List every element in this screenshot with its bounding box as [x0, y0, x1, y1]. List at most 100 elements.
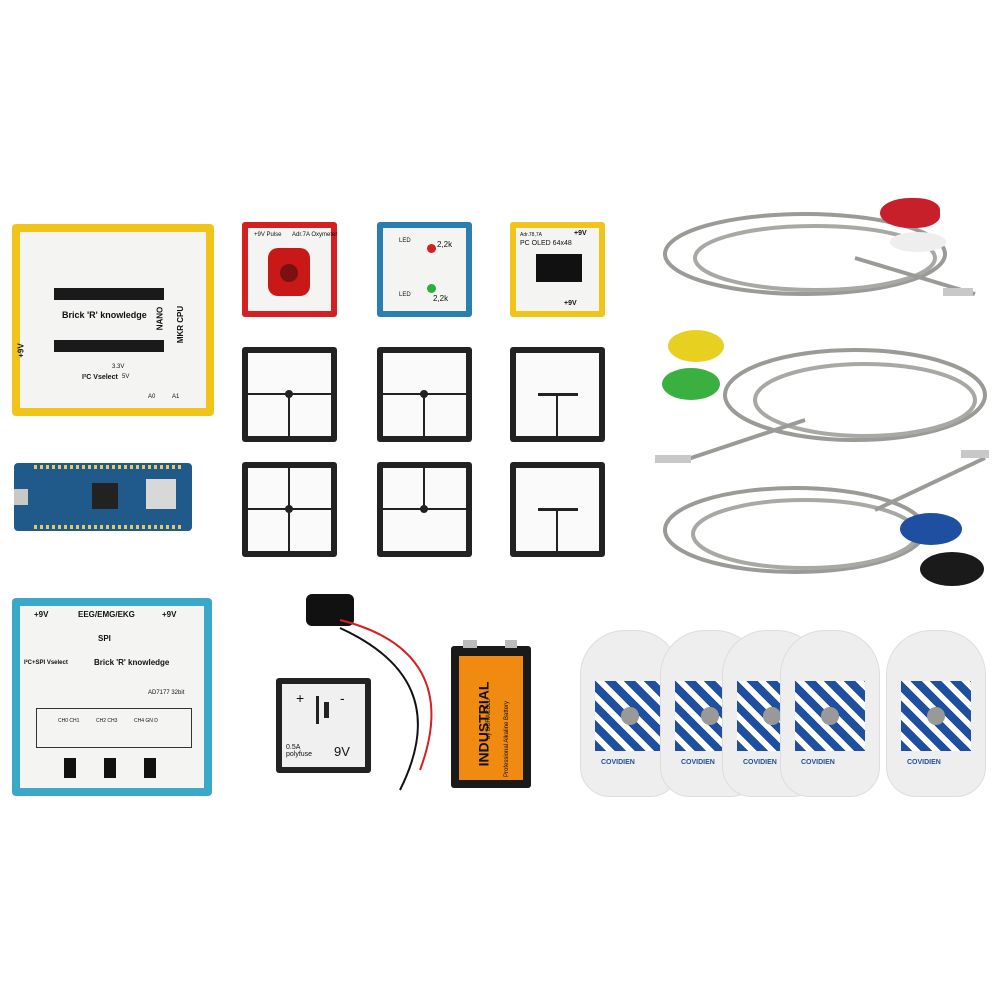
electrode-snap-blue — [900, 513, 962, 545]
brick-face — [383, 228, 466, 311]
wire-line — [288, 393, 290, 436]
audio-jack — [144, 758, 156, 778]
header-socket — [54, 340, 164, 352]
minus-label: - — [340, 690, 345, 706]
pad-brand: COVIDIEN — [801, 759, 835, 766]
wire-line — [556, 508, 558, 551]
cable-yellow-green — [655, 348, 987, 463]
audio-jack — [64, 758, 76, 778]
wire-brick-t — [377, 462, 472, 557]
electrode-pad: COVIDIEN — [780, 630, 880, 797]
header-socket — [54, 288, 164, 300]
oled-v1: +9V — [574, 230, 587, 237]
junction-dot — [420, 390, 428, 398]
battery-sub: by DURACELL — [486, 698, 493, 740]
battery-symbol — [316, 696, 319, 724]
junction-dot — [285, 390, 293, 398]
v33-label: 3.3V — [112, 364, 125, 370]
led-brick: LED 2,2k LED 2,2k — [377, 222, 472, 317]
a1-label: A1 — [172, 394, 180, 400]
green-led-icon — [427, 284, 436, 293]
pad-brand: COVIDIEN — [743, 759, 777, 766]
battery-terminal — [505, 640, 517, 648]
a0-label: A0 — [148, 394, 156, 400]
wire-line — [556, 393, 558, 436]
pad-brand: COVIDIEN — [907, 759, 941, 766]
battery-wires — [339, 619, 433, 791]
eeg-title: EEG/EMG/EKG — [78, 610, 135, 619]
pad-snap — [621, 707, 639, 725]
wire-brick-t — [242, 347, 337, 442]
electrode-snap-green — [662, 368, 720, 400]
nano-label: NANO — [155, 306, 165, 331]
pad-brand: COVIDIEN — [681, 759, 715, 766]
ground-bar — [538, 508, 578, 511]
v5-label: 5V — [122, 374, 130, 380]
eeg-v-left: +9V — [34, 610, 49, 619]
chip — [92, 483, 118, 509]
brick-face — [282, 684, 365, 767]
ch3-label: CH4 GN D — [134, 718, 158, 724]
oled-brick: Adr.78,7A PC OLED 64x48 +9V +9V — [510, 222, 605, 317]
wire-brick-t — [377, 347, 472, 442]
battery-symbol — [324, 702, 329, 718]
volt-label: 9V — [334, 744, 350, 759]
oled-v2: +9V — [564, 300, 577, 307]
junction-dot — [420, 505, 428, 513]
pin-row — [34, 525, 184, 529]
battery-terminal — [463, 640, 477, 648]
module-shield — [146, 479, 176, 509]
pad-snap — [927, 707, 945, 725]
adc-label: AD7177 32bit — [148, 690, 185, 696]
eeg-emg-ekg-brick: EEG/EMG/EKG +9V +9V SPI I²C+SPI Vselect … — [12, 598, 212, 796]
brand-logo-text: Brick 'R' knowledge — [94, 658, 170, 667]
fuse-label: 0.5A polyfuse — [286, 744, 313, 758]
pin-row — [34, 465, 184, 469]
eeg-v-right: +9V — [162, 610, 177, 619]
plus-label: + — [296, 690, 305, 706]
r1-label: 2,2k — [437, 240, 453, 249]
sensor-hole — [280, 264, 298, 282]
vselect-label: I²C Vselect — [82, 374, 118, 381]
pad-snap — [763, 707, 781, 725]
led2-label: LED — [399, 292, 411, 298]
ch1-label: CH0 CH1 — [58, 718, 80, 724]
pad-brand: COVIDIEN — [601, 759, 635, 766]
ch2-label: CH2 CH3 — [96, 718, 118, 724]
oximeter-title: Adr.7A Oxymeter — [292, 232, 338, 238]
mkr-cpu-label: MKR CPU — [176, 305, 186, 344]
pad-snap — [701, 707, 719, 725]
circuit-box — [36, 708, 192, 748]
spi-label: SPI — [98, 634, 111, 643]
oled-addr: Adr.78,7A — [520, 232, 542, 238]
oled-display — [536, 254, 582, 282]
battery-type: Professional Alkaline Battery — [504, 700, 511, 778]
electrode-pad: COVIDIEN — [886, 630, 986, 797]
ground-bar — [538, 393, 578, 396]
pulse-label: +9V Pulse — [254, 232, 282, 238]
battery-9v: INDUSTRIAL by DURACELL Professional Alka… — [451, 640, 531, 788]
usb-connector — [14, 489, 28, 505]
r2-label: 2,2k — [433, 294, 449, 303]
electrode-snap-white — [890, 232, 946, 252]
brick-face — [20, 606, 204, 788]
polyfuse-brick: + - 0.5A polyfuse 9V — [276, 678, 371, 773]
oled-name: PC OLED 64x48 — [520, 240, 572, 247]
brick-face — [20, 232, 206, 408]
wire-line — [423, 468, 425, 508]
cable-red-white — [663, 212, 976, 296]
vselect-label: I²C+SPI Vselect — [24, 660, 68, 666]
led1-label: LED — [399, 238, 411, 244]
electrode-snap-black — [920, 552, 984, 586]
voltage-label: +9V — [16, 343, 26, 358]
battery-label — [459, 656, 523, 780]
audio-jack — [104, 758, 116, 778]
nano-mkr-cpu-brick: Brick 'R' knowledge NANO MKR CPU +9V I²C… — [12, 224, 214, 416]
arduino-mkr-board — [14, 463, 192, 531]
red-led-icon — [427, 244, 436, 253]
wire-line — [423, 393, 425, 436]
brand-logo-text: Brick 'R' knowledge — [62, 310, 147, 320]
electrode-snap-red — [880, 198, 940, 228]
junction-dot — [285, 505, 293, 513]
electrode-snap-yellow — [668, 330, 724, 362]
